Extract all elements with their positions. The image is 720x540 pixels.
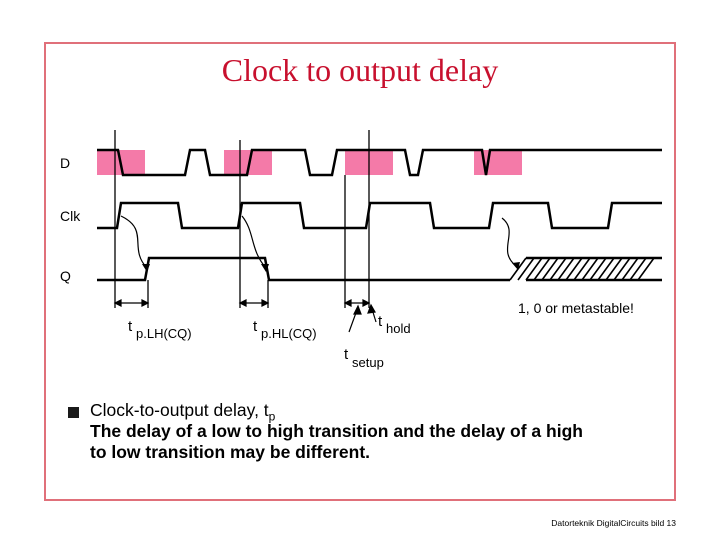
d-waveform: [97, 148, 662, 177]
tsetup-t: t: [344, 346, 349, 363]
slide-frame: [44, 42, 676, 501]
causality-arrows: [120, 215, 517, 269]
tplh-t: t: [128, 318, 133, 335]
bullet-line-2: The delay of a low to high transition an…: [90, 421, 583, 441]
signal-label-q: Q: [60, 268, 71, 284]
slide-title: Clock to output delay: [221, 52, 499, 88]
thold-t: t: [378, 313, 383, 330]
causality-arrowheads: [142, 262, 520, 272]
bullet-line-3: to low transition may be different.: [90, 442, 371, 462]
setup-hold-window-4: [474, 150, 522, 175]
clk-waveform: [97, 201, 662, 230]
reference-lines: [114, 130, 370, 308]
thold-subscript: hold: [386, 321, 411, 336]
bullet-square-icon: [68, 407, 79, 418]
bullet-line-1: Clock-to-output delay, tp: [90, 400, 276, 424]
slide-footer: Datorteknik DigitalCircuits bild 13: [551, 518, 676, 528]
bullet-text: Clock-to-output delay, tp The delay of a…: [90, 400, 690, 463]
tphl-subscript: p.HL(CQ): [261, 326, 317, 341]
tphl-t: t: [253, 318, 258, 335]
q-waveform: [97, 256, 662, 282]
metastable-note: 1, 0 or metastable!: [518, 300, 634, 316]
tsetup-subscript: setup: [352, 355, 384, 370]
setup-hold-pointers: [348, 303, 377, 333]
signal-label-d: D: [60, 155, 71, 171]
metastable-hatch: [509, 257, 655, 281]
tplh-subscript: p.LH(CQ): [136, 326, 192, 341]
signal-label-clk: Clk: [60, 208, 81, 224]
delay-arrows: [113, 299, 371, 307]
